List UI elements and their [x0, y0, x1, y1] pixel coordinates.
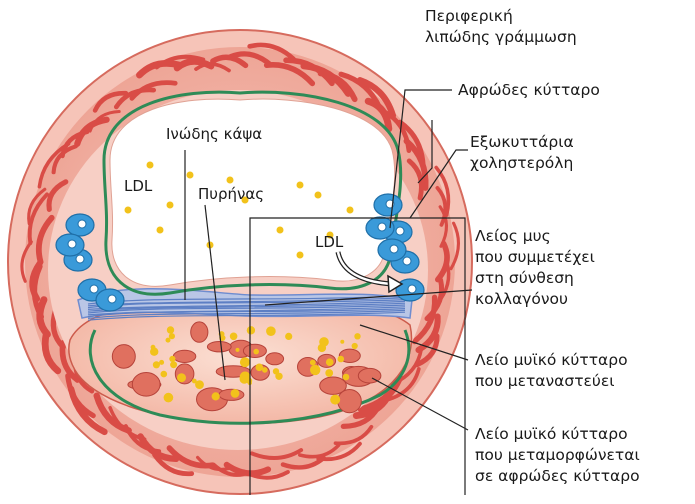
- lipid-droplet: [192, 379, 197, 384]
- foam-cell-nucleus: [390, 245, 398, 253]
- lipid-droplet: [343, 374, 350, 381]
- core-cell: [191, 322, 208, 342]
- foam-cell-nucleus: [108, 295, 116, 303]
- lipid-droplet: [169, 356, 175, 362]
- lipid-droplet: [240, 374, 249, 383]
- lipid-droplet: [153, 361, 160, 368]
- lipid-droplet: [340, 340, 344, 344]
- collagen-line-4: κολλαγόνου: [475, 289, 595, 310]
- lipid-droplet: [167, 326, 174, 333]
- foam-cell-nucleus: [68, 240, 76, 248]
- lipid-droplet: [212, 392, 220, 400]
- lipid-droplet: [285, 333, 292, 340]
- lipid-droplet: [166, 338, 171, 343]
- ldl-particle: [187, 172, 194, 179]
- ldl-particle: [297, 182, 304, 189]
- ldl-particle: [227, 177, 234, 184]
- core-label: Πυρήνας: [198, 185, 264, 203]
- foam-cell-nucleus: [408, 285, 416, 293]
- ldl-particle: [315, 192, 322, 199]
- ldl-particle: [125, 207, 132, 214]
- foam-cell-nucleus: [76, 255, 84, 263]
- ldl-label-right: LDL: [315, 233, 344, 251]
- lipid-droplet: [310, 360, 316, 366]
- transforming-line-2: που μεταμορφώνεται: [475, 445, 640, 466]
- peripheral-streak-line-1: Περιφερική: [425, 6, 577, 27]
- foam-cell-nucleus: [78, 220, 86, 228]
- migrating-line-1: Λείο μυϊκό κύτταρο: [475, 350, 628, 371]
- lipid-droplet: [230, 333, 238, 341]
- lipid-droplet: [247, 326, 255, 334]
- lipid-droplet: [236, 348, 240, 352]
- ldl-particle: [277, 227, 284, 234]
- lipid-droplet: [177, 373, 186, 382]
- peripheral-streak-line-2: λιπώδης γράμμωση: [425, 27, 577, 48]
- ldl-particle: [167, 202, 174, 209]
- lipid-droplet: [330, 395, 340, 405]
- core-cell: [207, 342, 231, 352]
- collagen-line-2: που συμμετέχει: [475, 247, 595, 268]
- core-cell: [132, 373, 160, 397]
- foam-cell-nucleus: [403, 257, 411, 265]
- ldl-particle: [157, 227, 164, 234]
- lipid-droplet: [266, 326, 276, 336]
- ldl-particle: [297, 252, 304, 259]
- lipid-droplet: [240, 357, 250, 367]
- foam-cell-text: Αφρώδες κύτταρο: [458, 80, 600, 101]
- lipid-droplet: [255, 364, 263, 372]
- foam-cell-nucleus: [396, 227, 404, 235]
- extracellular-cholesterol-label: Εξωκυττάρια χοληστερόλη: [470, 132, 574, 174]
- lipid-droplet: [319, 337, 329, 347]
- lipid-droplet: [151, 345, 156, 350]
- lipid-droplet: [164, 393, 174, 403]
- smooth-muscle-collagen-label: Λείος μυς που συμμετέχει στη σύνθεση κολ…: [475, 226, 595, 310]
- migrating-smc-label: Λείο μυϊκό κύτταρο που μεταναστεύει: [475, 350, 628, 392]
- lipid-droplet: [352, 343, 358, 349]
- cholesterol-line-1: Εξωκυττάρια: [470, 132, 574, 153]
- core-cell: [320, 377, 347, 394]
- lipid-droplet: [161, 371, 168, 378]
- lipid-droplet: [253, 349, 259, 355]
- transforming-line-1: Λείο μυϊκό κύτταρο: [475, 424, 640, 445]
- migrating-line-2: που μεταναστεύει: [475, 371, 628, 392]
- ldl-particle: [347, 207, 354, 214]
- ldl-particle: [147, 162, 154, 169]
- lipid-droplet: [338, 356, 345, 363]
- transforming-smc-label: Λείο μυϊκό κύτταρο που μεταμορφώνεται σε…: [475, 424, 640, 487]
- core-cell: [266, 353, 284, 365]
- core-cell: [173, 350, 195, 362]
- lipid-droplet: [326, 358, 334, 366]
- peripheral-streak-label: Περιφερική λιπώδης γράμμωση: [425, 6, 577, 48]
- core-cell: [112, 345, 135, 369]
- foam-cell-label: Αφρώδες κύτταρο: [458, 80, 600, 101]
- lipid-droplet: [170, 361, 177, 368]
- transforming-line-3: σε αφρώδες κύτταρο: [475, 466, 640, 487]
- collagen-line-3: στη σύνθεση: [475, 268, 595, 289]
- cholesterol-line-2: χοληστερόλη: [470, 153, 574, 174]
- lipid-droplet: [354, 333, 360, 339]
- fibrous-cap-label: Ινώδης κάψα: [166, 125, 262, 143]
- lipid-droplet: [310, 365, 320, 375]
- lipid-droplet: [231, 389, 240, 398]
- foam-cell-nucleus: [90, 285, 98, 293]
- lipid-droplet: [325, 369, 333, 377]
- collagen-line-1: Λείος μυς: [475, 226, 595, 247]
- foam-cell-nucleus: [378, 223, 386, 231]
- ldl-label-left: LDL: [124, 177, 153, 195]
- lipid-droplet: [273, 368, 279, 374]
